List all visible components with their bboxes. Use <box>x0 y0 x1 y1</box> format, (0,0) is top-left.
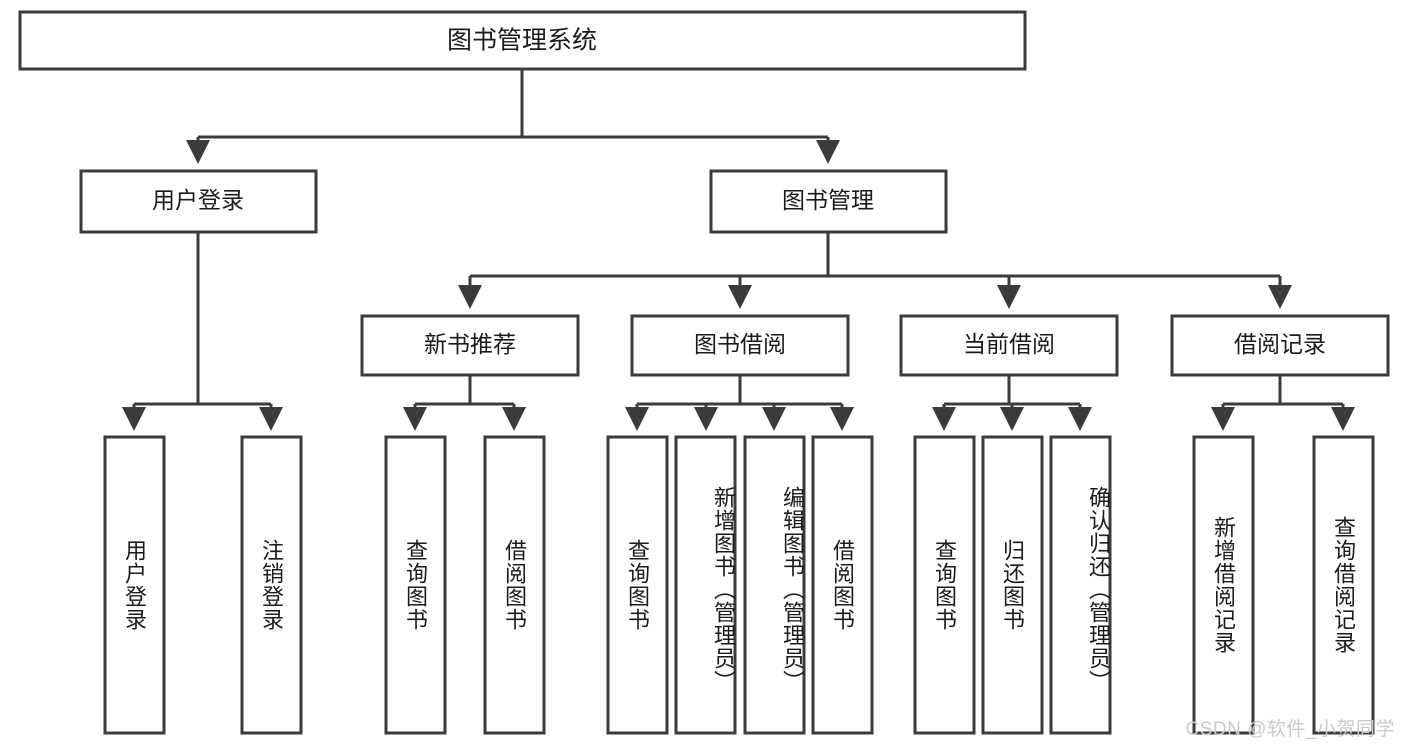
edge-user-login-to-leaves <box>122 233 283 431</box>
watermark-label: CSDN @软件_小贺同学 <box>1185 719 1395 740</box>
leaf-box-add-book[interactable] <box>674 435 737 735</box>
node-current-borrow[interactable]: 当前借阅 <box>899 314 1119 377</box>
leaf-box-query-book-2[interactable] <box>606 435 669 735</box>
edge-book-borrow-to-leaves <box>625 375 854 431</box>
edge-current-borrow-to-leaves <box>932 375 1092 431</box>
node-book-borrow-label: 图书借阅 <box>694 331 786 357</box>
node-book-borrow[interactable]: 图书借阅 <box>630 314 850 377</box>
node-root-label: 图书管理系统 <box>447 27 597 55</box>
leaf-box-query-book-1[interactable] <box>384 435 447 735</box>
node-borrow-record-label: 借阅记录 <box>1234 331 1326 357</box>
leaf-box-query-book-3[interactable] <box>913 435 976 735</box>
node-user-login-label: 用户登录 <box>152 187 244 213</box>
node-new-book-recommend[interactable]: 新书推荐 <box>360 314 580 377</box>
node-new-book-recommend-label: 新书推荐 <box>424 331 516 357</box>
leaf-box-add-record[interactable] <box>1192 435 1255 735</box>
leaf-box-edit-book[interactable] <box>743 435 806 735</box>
leaf-box-borrow-book-2[interactable] <box>811 435 874 735</box>
node-root[interactable]: 图书管理系统 <box>18 10 1027 71</box>
node-book-manage-label: 图书管理 <box>782 187 874 213</box>
leaf-box-user-logout[interactable] <box>240 435 303 735</box>
edge-book-manage-to-level3 <box>458 233 1292 309</box>
node-user-login[interactable]: 用户登录 <box>79 169 318 234</box>
node-book-manage[interactable]: 图书管理 <box>709 169 948 234</box>
node-borrow-record[interactable]: 借阅记录 <box>1170 314 1390 377</box>
leaf-box-borrow-book-1[interactable] <box>483 435 546 735</box>
edge-new-book-recommend-to-leaves <box>403 375 526 431</box>
leaf-box-return-book[interactable] <box>981 435 1044 735</box>
leaf-box-confirm-return[interactable] <box>1049 435 1112 735</box>
edge-root-to-level2 <box>186 69 840 164</box>
leaf-box-query-record[interactable] <box>1312 435 1375 735</box>
edge-borrow-record-to-leaves <box>1211 375 1355 431</box>
node-current-borrow-label: 当前借阅 <box>963 331 1055 357</box>
leaf-boxes <box>103 435 1375 735</box>
leaf-box-user-login[interactable] <box>103 435 166 735</box>
